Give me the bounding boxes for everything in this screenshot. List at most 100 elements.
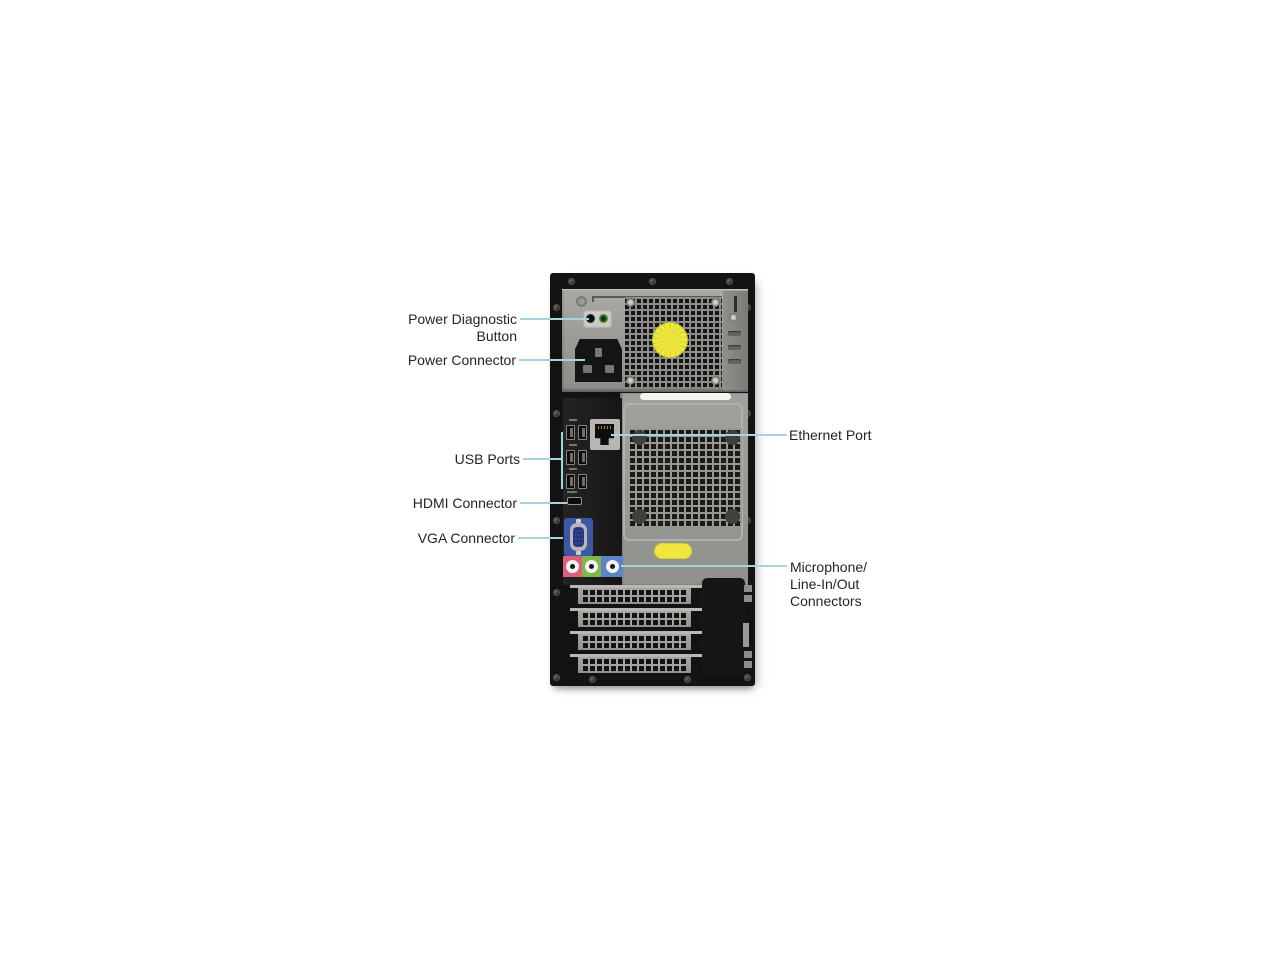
usb-ports-pair-2 (566, 450, 587, 465)
system-fan-panel (620, 393, 748, 585)
latch-nub (744, 585, 752, 592)
audio-jacks (563, 556, 623, 577)
yellow-label-sticker (654, 543, 692, 559)
slot-vent-holes (583, 659, 686, 671)
vga-connector (564, 518, 593, 556)
frame-screw (553, 517, 560, 524)
slot-rail (570, 608, 703, 611)
jack-ring (566, 560, 579, 573)
frame-screw (649, 278, 656, 285)
line-out-jack (582, 556, 601, 577)
label-power-diagnostic-button: Power Diagnostic Button (408, 311, 517, 344)
jack-ring (585, 560, 598, 573)
vga-screw-post (576, 551, 581, 555)
leader-line-audio (621, 565, 787, 567)
fan-screw (711, 298, 720, 307)
line-in-jack (601, 556, 623, 577)
diagnostic-button-icon (586, 314, 595, 323)
hdmi-connector (567, 497, 582, 505)
computer-rear-panel (550, 273, 755, 686)
label-power-connector: Power Connector (407, 352, 516, 368)
power-pin (605, 365, 614, 373)
vga-screw-post (576, 519, 581, 523)
psu-fan-grille (625, 297, 722, 387)
leader-line-usb-horizontal (523, 458, 562, 460)
slot-vent-holes (583, 636, 686, 648)
latch-vent (728, 331, 741, 336)
jack-ring (605, 560, 619, 573)
usb-port (566, 425, 575, 440)
frame-screw (553, 410, 560, 417)
latch-vent (728, 345, 741, 350)
label-hdmi-connector: HDMI Connector (412, 495, 517, 511)
fan-screw (711, 376, 720, 385)
power-supply-panel (562, 289, 748, 392)
label-usb-ports: USB Ports (454, 451, 520, 467)
leader-line-power-connector (519, 359, 585, 361)
slot-vent-holes (583, 613, 686, 625)
slot-rail (570, 631, 703, 634)
label-vga-connector: VGA Connector (417, 530, 515, 546)
psu-latch-bracket (723, 291, 748, 390)
frame-screw (684, 676, 691, 683)
usb-port (566, 474, 575, 489)
fan-screw (626, 298, 635, 307)
fan-grommet (725, 430, 740, 445)
leader-line-hdmi (520, 502, 567, 504)
latch-nub (744, 595, 752, 602)
frame-screw (744, 674, 751, 681)
fan-grommet (632, 509, 647, 524)
latch-vent (728, 359, 741, 364)
usb-ports-pair-1 (566, 425, 587, 440)
fan-plate-outline (623, 403, 743, 541)
system-fan-grille (630, 428, 742, 526)
frame-screw (553, 589, 560, 596)
handle-slot (640, 393, 731, 400)
vga-pin-field (573, 527, 584, 547)
slot-rail (570, 585, 703, 588)
latch-nub (744, 651, 752, 658)
usb-icon (569, 468, 577, 470)
leader-line-power-diagnostic (520, 318, 589, 320)
usb-port (578, 450, 587, 465)
slot-vent-holes (583, 590, 686, 602)
slot-rail (570, 654, 703, 657)
frame-screw (553, 674, 560, 681)
expansion-slot-area (562, 578, 752, 680)
usb-icon (569, 444, 577, 446)
power-pin (583, 365, 592, 373)
frame-screw (589, 676, 596, 683)
vga-dsub-shell (570, 523, 587, 551)
leader-line-vga (518, 537, 563, 539)
leader-line-usb-vertical (561, 432, 563, 489)
fan-grommet (632, 430, 647, 445)
latch-screw (729, 313, 738, 322)
power-pin (595, 348, 602, 357)
expansion-slot-cover (578, 611, 691, 627)
microphone-jack (563, 556, 582, 577)
usb-ports-pair-3 (566, 474, 587, 489)
frame-screw (568, 278, 575, 285)
latch-tab (743, 623, 749, 647)
fan-grommet (725, 509, 740, 524)
label-ethernet-port: Ethernet Port (789, 427, 872, 443)
frame-screw (726, 278, 733, 285)
usb-port (578, 425, 587, 440)
label-audio-connectors: Microphone/ Line-In/Out Connectors (790, 559, 868, 609)
expansion-slot-cover (578, 657, 691, 673)
fan-screw (626, 376, 635, 385)
card-retention-latch (702, 578, 745, 675)
expansion-slot-cover (578, 588, 691, 604)
rj45-contacts (598, 426, 612, 429)
usb-port (566, 450, 575, 465)
expansion-slot-cover (578, 634, 691, 650)
io-port-strip (563, 398, 623, 585)
psu-mount-hole (576, 296, 587, 307)
hdmi-label-mark (567, 491, 577, 493)
usb-icon (569, 419, 577, 421)
latch-nub (744, 661, 752, 668)
power-diagnostic-button (583, 310, 612, 328)
frame-screw (553, 304, 560, 311)
leader-line-ethernet (611, 434, 787, 436)
